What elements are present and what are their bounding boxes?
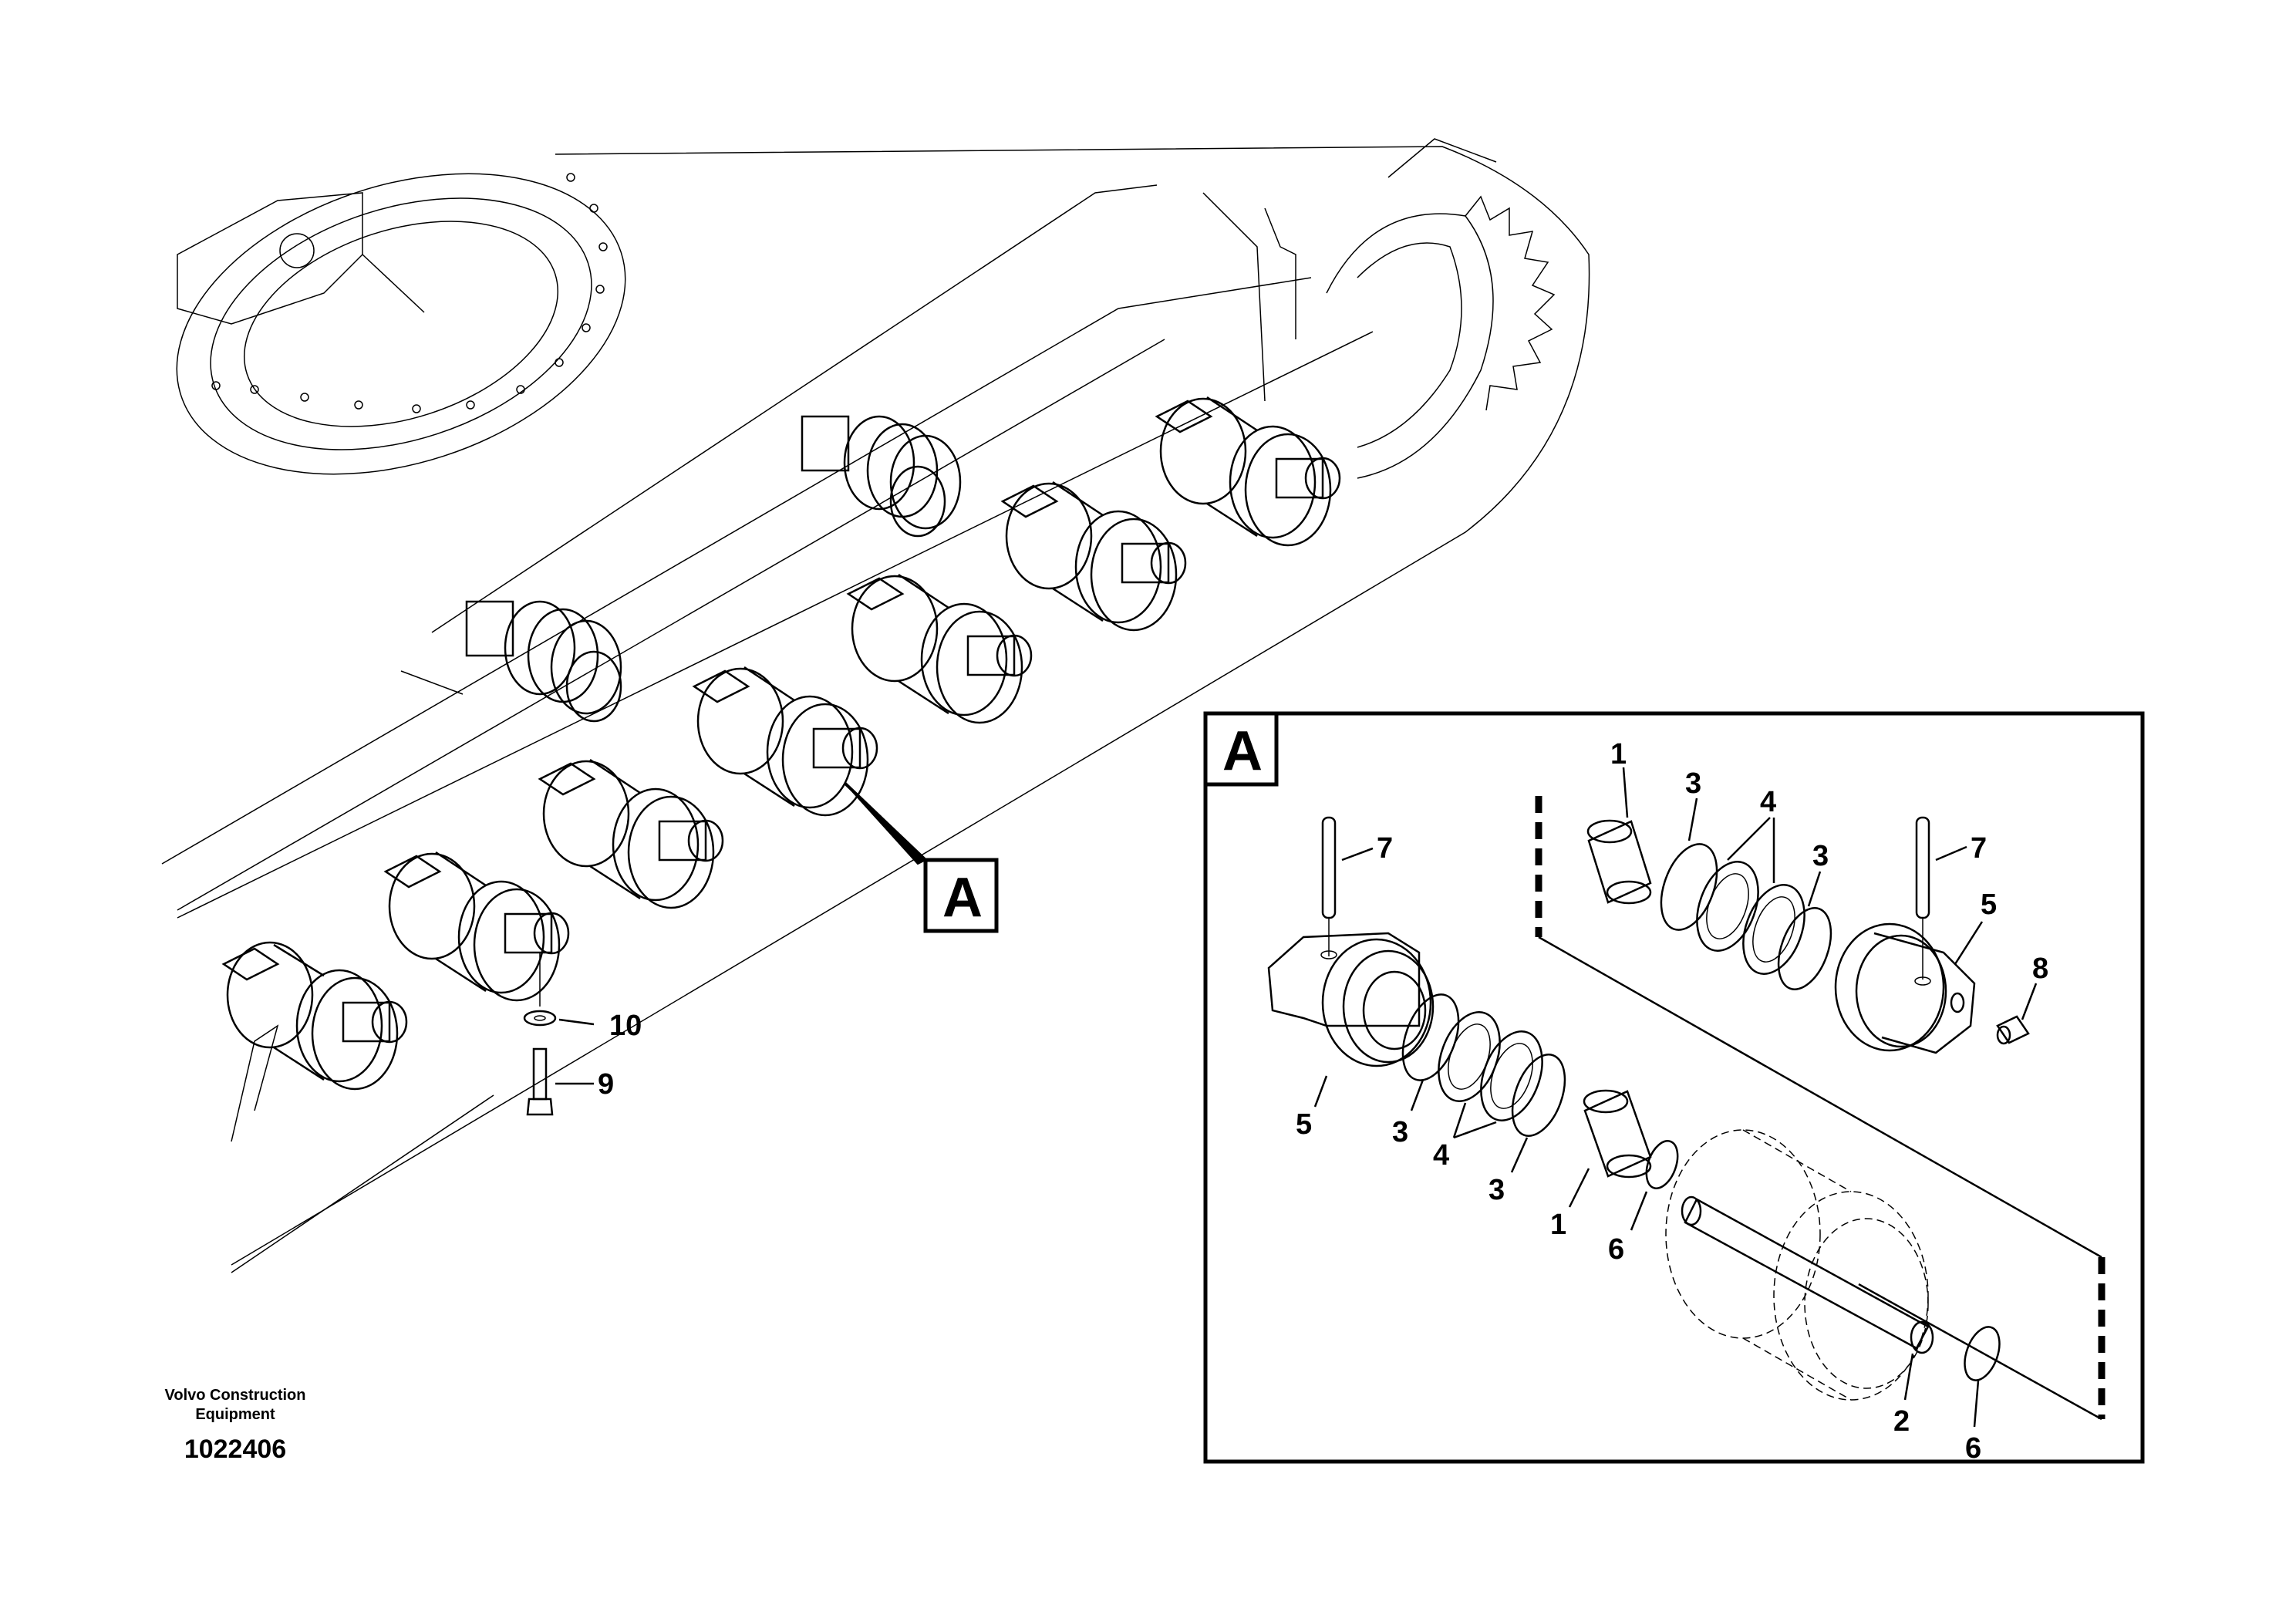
track-roller-5	[846, 573, 1033, 724]
oring-middle	[1645, 1140, 1679, 1189]
slewing-ring	[176, 173, 626, 475]
assembly-bracket	[1535, 796, 2106, 1421]
track-roller-7	[1155, 396, 1341, 547]
label-ring-top: 4	[1760, 786, 1776, 818]
detail-title-box	[1203, 711, 1279, 787]
title-block: Volvo Construction Equipment 1022406	[165, 1387, 306, 1464]
shaft	[1681, 1195, 1934, 1354]
pin-left	[1321, 816, 1337, 956]
label-seal-bottom-left: 3	[1392, 1116, 1408, 1148]
label-oring-bottom: 6	[1965, 1432, 1981, 1465]
detail-title: A	[1222, 720, 1263, 782]
detail-callout-label: A	[942, 867, 983, 929]
undercarriage-overview: 10 9 A	[161, 138, 1590, 1273]
publisher-line-1: Volvo Construction	[165, 1387, 306, 1404]
track-roller-3	[538, 758, 724, 909]
label-collar-right: 5	[1981, 889, 1997, 921]
collar-left	[1267, 932, 1435, 1067]
label-collar-left: 5	[1296, 1108, 1312, 1141]
publisher-line-2: Equipment	[195, 1406, 275, 1423]
detail-callout-box	[923, 858, 999, 933]
carrier-roller-2	[465, 600, 622, 723]
seal-lower-2	[1511, 1054, 1566, 1137]
label-seal-top-right: 3	[1812, 840, 1829, 872]
label-ring-bottom: 4	[1433, 1139, 1449, 1172]
label-pin-left: 7	[1377, 832, 1393, 865]
track-roller-6	[1000, 481, 1187, 632]
label-plug: 8	[2032, 953, 2048, 985]
label-seal-bottom-right: 3	[1489, 1174, 1505, 1206]
label-bushing-bottom: 1	[1550, 1209, 1566, 1241]
track-roller-4	[692, 666, 878, 817]
document-number: 1022406	[184, 1435, 286, 1464]
track-roller-1	[221, 941, 408, 1091]
ring-upper-2	[1742, 884, 1805, 975]
label-bushing-top: 1	[1610, 738, 1627, 771]
washer	[523, 953, 557, 1027]
label-oring-middle: 6	[1608, 1233, 1624, 1266]
sprocket	[1326, 195, 1556, 479]
oring-bottom	[1964, 1326, 2001, 1381]
carrier-roller-1	[801, 415, 962, 538]
roller-body	[1665, 1129, 1929, 1401]
bolt	[526, 1047, 554, 1116]
seal-upper-2	[1777, 907, 1832, 990]
label-shaft: 2	[1893, 1405, 1910, 1438]
ring-upper-1	[1696, 861, 1759, 952]
detail-panel: A 7 5	[1203, 711, 2145, 1465]
washer-label: 10	[609, 1010, 642, 1042]
bushing-upper	[1586, 819, 1652, 905]
detail-frame	[1203, 711, 2145, 1464]
collar-right	[1834, 922, 1976, 1054]
track-roller-2	[383, 851, 570, 1002]
bolt-label: 9	[598, 1068, 614, 1101]
pin-right	[1915, 816, 1930, 980]
label-pin-right: 7	[1971, 832, 1987, 865]
ring-lower-2	[1480, 1030, 1543, 1121]
track-frame	[161, 138, 1590, 1273]
label-seal-top-left: 3	[1685, 767, 1701, 800]
washer-leader	[558, 1018, 595, 1026]
plug	[1996, 1015, 2030, 1045]
